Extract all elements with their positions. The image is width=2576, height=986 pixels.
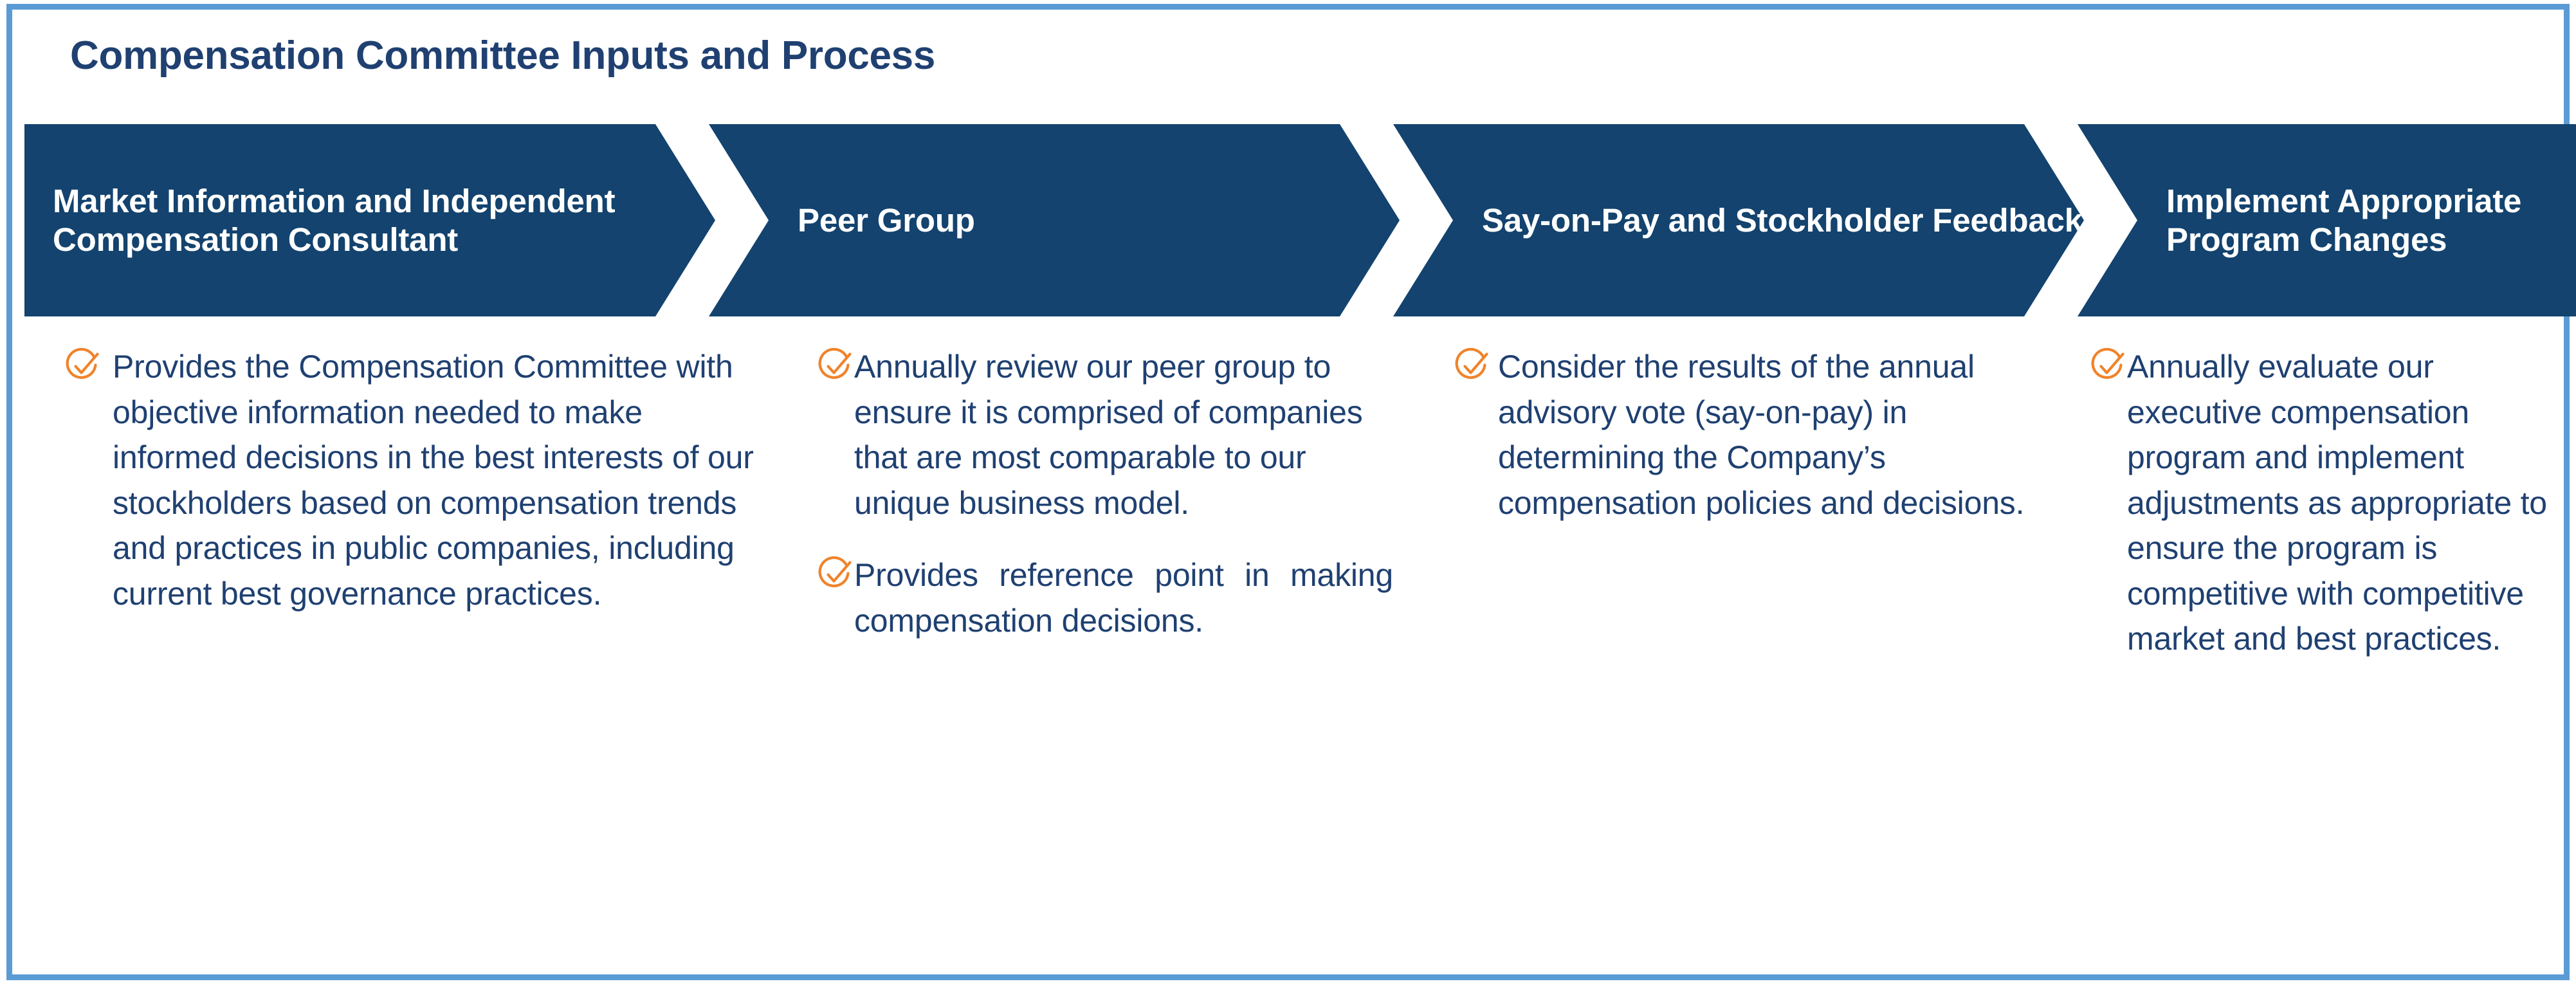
process-step-3-details: Consider the results of the annual advis… — [1414, 344, 2051, 662]
page-title: Compensation Committee Inputs and Proces… — [70, 33, 936, 78]
list-item-text: Annually review our peer group to ensure… — [854, 349, 1363, 521]
process-step-1-label: Market Information and Independent Compe… — [53, 182, 616, 258]
list-item-text: Provides reference point in making compe… — [854, 557, 1393, 639]
process-chevron-band: Market Information and Independent Compe… — [24, 124, 2576, 316]
list-item: Provides the Compensation Committee with… — [65, 344, 758, 616]
check-circle-icon — [1454, 348, 1490, 384]
process-detail-columns: Provides the Compensation Committee with… — [24, 344, 2576, 662]
list-item: Annually review our peer group to ensure… — [818, 344, 1393, 525]
process-step-3-label: Say-on-Pay and Stockholder Feedback — [1482, 201, 2083, 239]
process-step-3-chevron[interactable]: Say-on-Pay and Stockholder Feedback — [1393, 124, 2084, 316]
check-circle-icon — [818, 556, 854, 592]
process-step-4-label: Implement Appropriate Program Changes — [2166, 182, 2522, 258]
list-item-text: Consider the results of the annual advis… — [1498, 349, 2025, 521]
process-step-1-details: Provides the Compensation Committee with… — [24, 344, 777, 662]
process-step-4-chevron[interactable]: Implement Appropriate Program Changes — [2078, 124, 2576, 316]
process-step-1-chevron[interactable]: Market Information and Independent Compe… — [24, 124, 715, 316]
list-item-text: Provides the Compensation Committee with… — [113, 349, 754, 612]
process-step-2-label: Peer Group — [798, 201, 975, 239]
check-circle-icon — [65, 348, 101, 384]
check-circle-icon — [2090, 348, 2126, 384]
list-item: Provides reference point in making compe… — [818, 552, 1393, 643]
slide-frame: Compensation Committee Inputs and Proces… — [6, 4, 2576, 980]
process-step-2-details: Annually review our peer group to ensure… — [777, 344, 1414, 662]
list-item: Annually evaluate our executive compensa… — [2090, 344, 2570, 662]
list-item: Consider the results of the annual advis… — [1454, 344, 2026, 525]
check-circle-icon — [818, 348, 854, 384]
process-step-2-chevron[interactable]: Peer Group — [709, 124, 1400, 316]
process-step-4-details: Annually evaluate our executive compensa… — [2051, 344, 2576, 662]
list-item-text: Annually evaluate our executive compensa… — [2127, 349, 2547, 657]
